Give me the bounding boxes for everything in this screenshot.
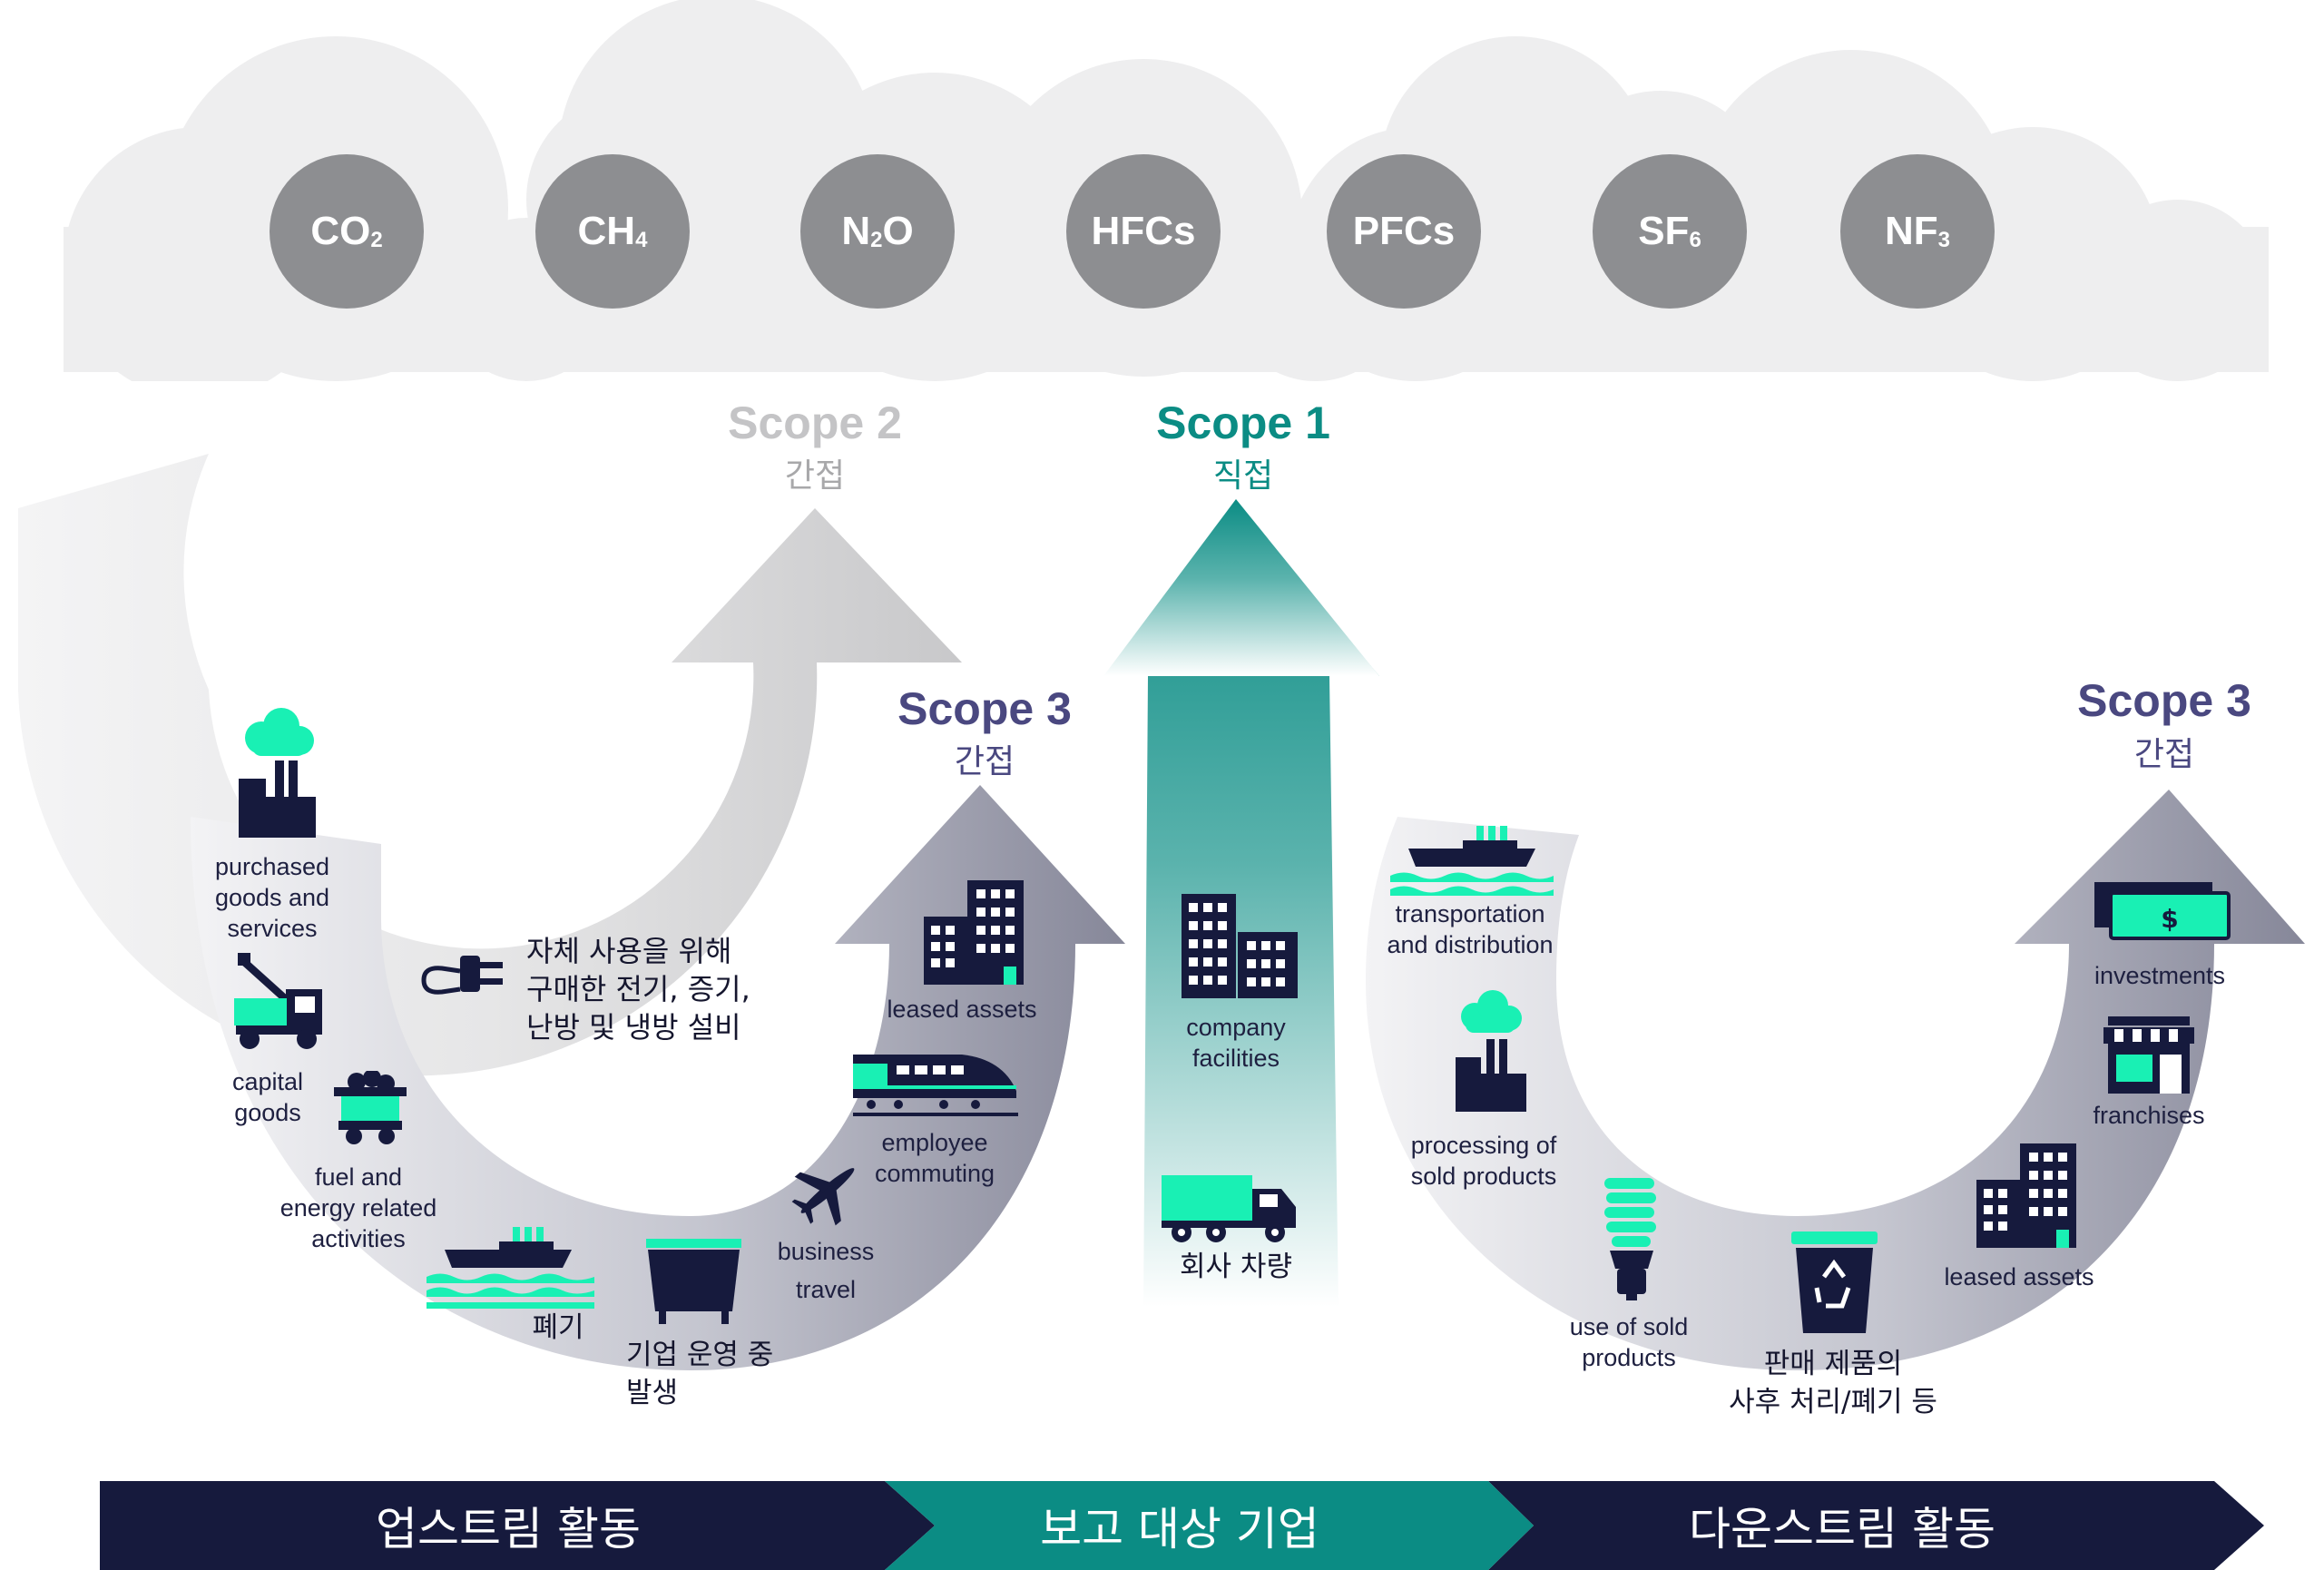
train-icon	[853, 1055, 1018, 1116]
plug-icon	[421, 956, 503, 995]
fuel-energy-label: fuel and energy related activities	[279, 1163, 437, 1252]
franchises-label: franchises	[2093, 1102, 2205, 1129]
gas-label: NF	[1884, 209, 1938, 253]
business-travel-label-2: travel	[795, 1276, 857, 1303]
reporting-company-label: 보고 대상 기업	[1040, 1503, 1319, 1555]
building-icon-downstream	[1976, 1143, 2076, 1248]
downstream-activities-label: 다운스트림 활동	[1689, 1503, 1996, 1555]
bottom-bar	[100, 1481, 2264, 1570]
gas-subscript: 6	[1689, 228, 1701, 252]
dumpster-icon	[646, 1239, 741, 1324]
gas-subscript: 2	[870, 228, 883, 252]
scope3-upstream-title: Scope 3	[897, 683, 1072, 734]
gas-label-tail: O	[882, 209, 914, 253]
gas-label: SF	[1638, 209, 1690, 253]
scope3-downstream-title: Scope 3	[2077, 675, 2251, 726]
gas-label: CH	[577, 209, 636, 253]
gas-hfcs: HFCs	[1066, 154, 1221, 309]
business-travel-label-1: business	[777, 1238, 875, 1265]
recycle-bin-icon	[1791, 1231, 1878, 1333]
operations-label: 기업 운영 중 발생	[626, 1339, 774, 1409]
gas-subscript: 4	[635, 228, 648, 252]
scope2-title: Scope 2	[728, 397, 902, 448]
company-vehicles-label: 회사 차량	[1180, 1251, 1292, 1283]
scope3-downstream-subtitle: 간접	[2133, 736, 2195, 773]
shop-icon	[2103, 1016, 2194, 1094]
gas-label: CO	[310, 209, 371, 253]
company-facilities-label: company facilities	[1186, 1014, 1286, 1072]
gas-subscript: 3	[1937, 228, 1950, 252]
svg-text:$: $	[2161, 904, 2178, 934]
airplane-icon	[791, 1168, 855, 1226]
building-icon-upstream	[924, 880, 1024, 985]
ship-icon-upstream	[427, 1227, 594, 1309]
ship-icon-downstream	[1390, 826, 1554, 896]
scope1-subtitle: 직접	[1212, 457, 1274, 495]
leased-assets-upstream-label: leased assets	[887, 996, 1037, 1023]
leased-assets-downstream-label: leased assets	[1944, 1263, 2094, 1290]
capital-goods-label: capital goods	[231, 1068, 304, 1126]
factory-cloud-icon	[239, 708, 316, 838]
scope3-upstream-subtitle: 간접	[954, 743, 1015, 780]
upstream-activities-label: 업스트림 활동	[376, 1503, 641, 1555]
factory-cloud-icon-downstream	[1456, 990, 1526, 1112]
gas-label: HFCs	[1091, 209, 1196, 253]
transport-distribution-label: transportation and distribution	[1387, 900, 1554, 958]
processing-sold-products-label: processing of sold products	[1410, 1132, 1557, 1190]
employee-commuting-label: employee commuting	[874, 1129, 995, 1187]
gas-label: N	[841, 209, 871, 253]
end-of-life-label: 판매 제품의 사후 처리/폐기 등	[1729, 1348, 1937, 1418]
delivery-truck-icon	[1162, 1175, 1296, 1242]
coal-cart-icon	[334, 1071, 407, 1144]
crane-truck-icon	[234, 953, 322, 1049]
gas-pfcs: PFCs	[1327, 154, 1481, 309]
purchased-goods-label: purchased goods and services	[214, 853, 330, 942]
gas-label: PFCs	[1352, 209, 1456, 253]
scope3-upstream-arrow	[191, 785, 1125, 1370]
lightbulb-icon	[1604, 1178, 1656, 1300]
use-of-sold-products-label: use of sold products	[1569, 1313, 1689, 1371]
waste-label: 폐기	[532, 1311, 584, 1344]
money-icon: $	[2094, 882, 2231, 940]
scope1-arrow	[1143, 504, 1379, 1307]
scope2-subtitle: 간접	[784, 457, 846, 495]
scope1-title: Scope 1	[1156, 397, 1330, 448]
building-icon-company	[1182, 894, 1298, 998]
gas-subscript: 2	[370, 228, 383, 252]
scope2-description: 자체 사용을 위해 구매한 전기, 증기, 난방 및 냉방 설비	[526, 934, 750, 1045]
investments-label: investments	[2094, 962, 2226, 989]
